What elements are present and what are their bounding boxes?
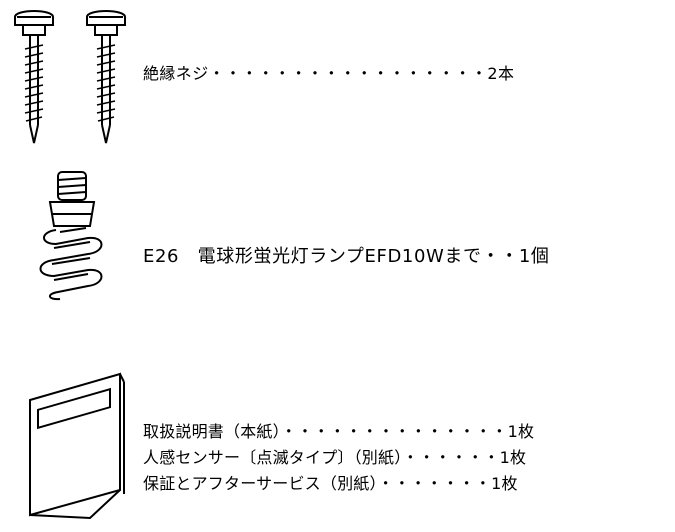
spiral-fluorescent-lamp-icon <box>39 171 103 301</box>
item-lamp: E26 電球形蛍光灯ランプEFD10Wまで・・1個 <box>143 246 550 267</box>
item-docs-manual: 取扱説明書（本紙）・・・・・・・・・・・・・・1枚 <box>143 422 535 441</box>
item-screws: 絶縁ネジ・・・・・・・・・・・・・・・・・2本 <box>143 64 515 83</box>
document-booklet-icon <box>29 372 125 520</box>
item-docs-sensor: 人感センサー〔点滅タイプ〕（別紙）・・・・・・1枚 <box>143 448 527 467</box>
item-docs-warranty: 保証とアフターサービス（別紙）・・・・・・・1枚 <box>143 474 518 493</box>
insulated-screw-icon <box>14 10 126 144</box>
